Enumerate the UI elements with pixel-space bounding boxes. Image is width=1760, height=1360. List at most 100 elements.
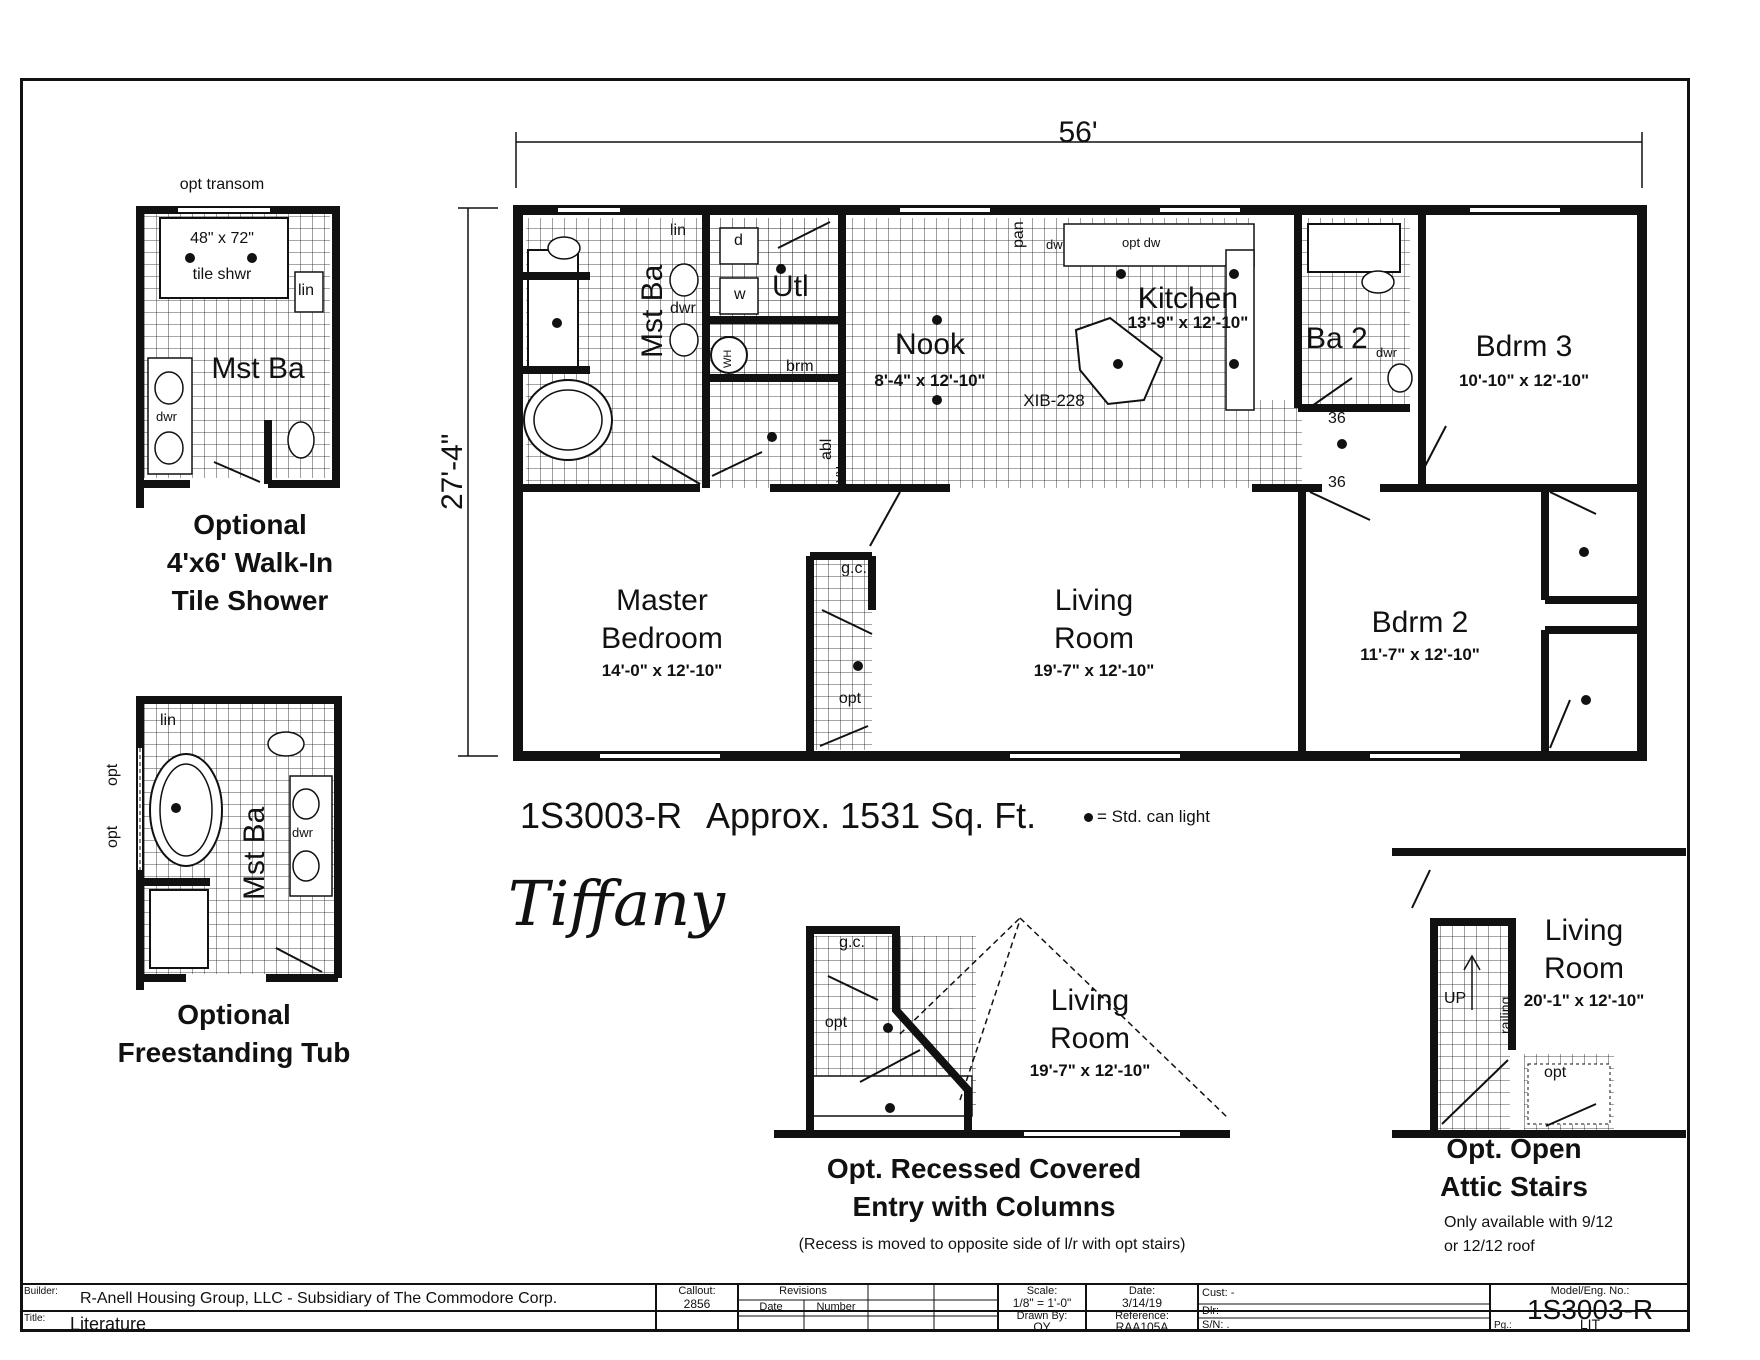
opt-entry-caption-2: Entry with Columns [852,1191,1116,1222]
reference-label: Reference: [1115,1310,1169,1322]
linen-label: lin [670,222,687,239]
model-eng-label: Model/Eng. No.: [1550,1285,1630,1297]
ba2-drawer-label: dwr [1376,345,1397,360]
master-bedroom-dimensions: 14'-0" x 12'-10" [601,661,723,680]
entry-gc-label: g.c. [841,560,867,577]
tub-linen-label: lin [160,712,177,729]
model-number: 1S3003-R [520,795,683,836]
hall-tile [1252,400,1302,488]
opt-entry-living-1: Living [1050,984,1130,1017]
opt-stairs-plan [1392,848,1686,1138]
opt-entry-caption-1: Opt. Recessed Covered [826,1153,1142,1184]
entry-tile [810,560,872,750]
island-label: XIB-228 [1023,391,1085,410]
opt-stairs-living-2: Room [1543,952,1625,985]
dishwasher-label: dw [1046,237,1063,252]
bath-2-label: Ba 2 [1306,322,1368,355]
living-room-label-2: Room [1053,622,1135,655]
opt-stairs-living-1: Living [1544,914,1624,947]
pantry-label: pan [1010,221,1027,248]
kitchen-dimensions: 13'-9" x 12'-10" [1127,313,1249,332]
shower-drawer-label: dwr [156,409,177,424]
page-label: Pg.: [1494,1320,1512,1331]
opt-entry-plan [774,917,1230,1138]
water-heater-label: WH [722,349,734,368]
tile-shower-label: tile shwr [192,266,252,283]
callout-label: Callout: [678,1285,716,1297]
opt-entry-living-2: Room [1049,1022,1131,1055]
width-dimension: 56' [1058,116,1098,149]
main-floor-plan [513,205,1647,761]
drawn-by-label: Drawn By: [1016,1310,1068,1322]
depth-dimension: 27'-4" [436,433,469,510]
legend-text: = Std. can light [1097,807,1210,826]
scale-label: Scale: [1026,1285,1058,1297]
model-eng-value: 1S3003-R [1526,1294,1654,1325]
date-value: 3/14/19 [1121,1296,1163,1310]
can-light-legend: = Std. can light [1084,807,1210,827]
living-room-label-1: Living [1054,584,1134,617]
revisions-date-header: Date [759,1301,783,1313]
depth-dimension-line [458,207,498,757]
dealer-field: Dlr: - [1202,1305,1226,1317]
plan-name: Tiffany [508,867,726,940]
scale-value: 1/8" = 1'-0" [1012,1296,1072,1310]
living-room-dimensions: 19'-7" x 12'-10" [1033,661,1155,680]
return-air-label: RA [833,466,847,483]
title-field-label: Title: [24,1313,46,1324]
opt-shower-caption-1: Optional [193,509,307,540]
opt-shower-caption-3: Tile Shower [171,585,329,616]
nook-dimensions: 8'-4" x 12'-10" [874,371,986,390]
dryer-label: d [734,232,743,249]
kitchen-label: Kitchen [1137,282,1239,315]
callout-value: 2856 [683,1297,711,1311]
abl-label: abl [818,438,835,460]
revisions-number-header: Number [816,1301,856,1313]
bedroom-2-label: Bdrm 2 [1371,606,1469,639]
builder-name: R-Anell Housing Group, LLC - Subsidiary … [80,1290,558,1307]
opt-dishwasher-label: opt dw [1122,235,1161,250]
tub-opt-window-1: opt [104,763,121,786]
opt-tub-caption-1: Optional [177,999,291,1030]
opt-transom-label: opt transom [179,176,265,193]
stairs-up-label: UP [1444,990,1467,1007]
width-dimension-line [515,132,1643,188]
master-bedroom-label-1: Master [616,584,708,617]
page-value: LIT [1579,1316,1601,1332]
drawing-frame [20,78,1690,1332]
railing-label: railing [1497,996,1513,1034]
entry-opt-label: opt [838,690,862,707]
opt-stairs-note-2: or 12/12 roof [1444,1238,1535,1255]
title-value: Literature [70,1314,147,1334]
opt-stairs-caption-1: Opt. Open [1446,1133,1582,1164]
opt-entry-living-dimensions: 19'-7" x 12'-10" [1029,1061,1151,1080]
opt-shower-plan [136,206,340,508]
broom-closet-label: brm [786,358,814,375]
customer-field: Cust: - [1202,1287,1235,1299]
shower-linen-label: lin [298,282,315,299]
washer-label: w [734,286,746,303]
tub-opt-window-2: opt [104,825,121,848]
opt-shower-caption-2: 4'x6' Walk-In [166,547,334,578]
drawn-by-value: OY [1033,1320,1051,1334]
stairs-opt-label: opt [1544,1064,1567,1081]
revisions-label: Revisions [779,1285,827,1297]
shower-size-label: 48" x 72" [190,230,254,247]
can-light-icon [1084,813,1093,822]
opt-stairs-note-1: Only available with 9/12 [1444,1214,1613,1231]
bedroom-2-dimensions: 11'-7" x 12'-10" [1360,645,1480,664]
date-label: Date: [1128,1285,1156,1297]
opt-stairs-living-dimensions: 20'-1" x 12'-10" [1523,991,1645,1010]
opt-tub-caption-2: Freestanding Tub [117,1037,351,1068]
utility-label: Utl [772,270,809,303]
opt-entry-opt-label: opt [824,1014,848,1031]
nook-label: Nook [894,328,966,361]
opt-entry-note: (Recess is moved to opposite side of l/r… [798,1236,1186,1253]
door-width-36-a: 36 [1328,410,1346,427]
master-bath-label: Mst Ba [636,264,669,358]
opt-entry-gc-label: g.c. [839,934,865,951]
bedroom-3-dimensions: 10'-10" x 12'-10" [1458,371,1590,390]
serial-number-field: S/N: . [1202,1319,1230,1331]
square-footage: Approx. 1531 Sq. Ft. [706,795,1037,836]
tub-drawer-label: dwr [292,825,313,840]
